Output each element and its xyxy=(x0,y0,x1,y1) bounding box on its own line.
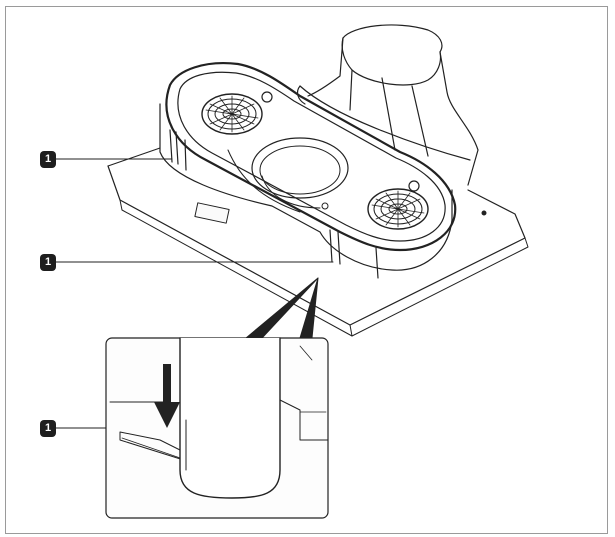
fan-grille-icon xyxy=(367,188,429,230)
detail-panel xyxy=(105,337,329,519)
figure-frame xyxy=(5,6,608,534)
mounting-plate xyxy=(107,147,529,337)
zoom-indicator xyxy=(245,277,319,339)
fan-grille-icon xyxy=(201,93,263,135)
duct-outlet xyxy=(296,24,479,186)
fan-frame xyxy=(165,62,457,279)
callout-badge: 1 xyxy=(40,151,56,168)
down-arrow-icon xyxy=(154,364,180,428)
callout-badge: 1 xyxy=(40,254,56,271)
callout-badge: 1 xyxy=(40,420,56,437)
